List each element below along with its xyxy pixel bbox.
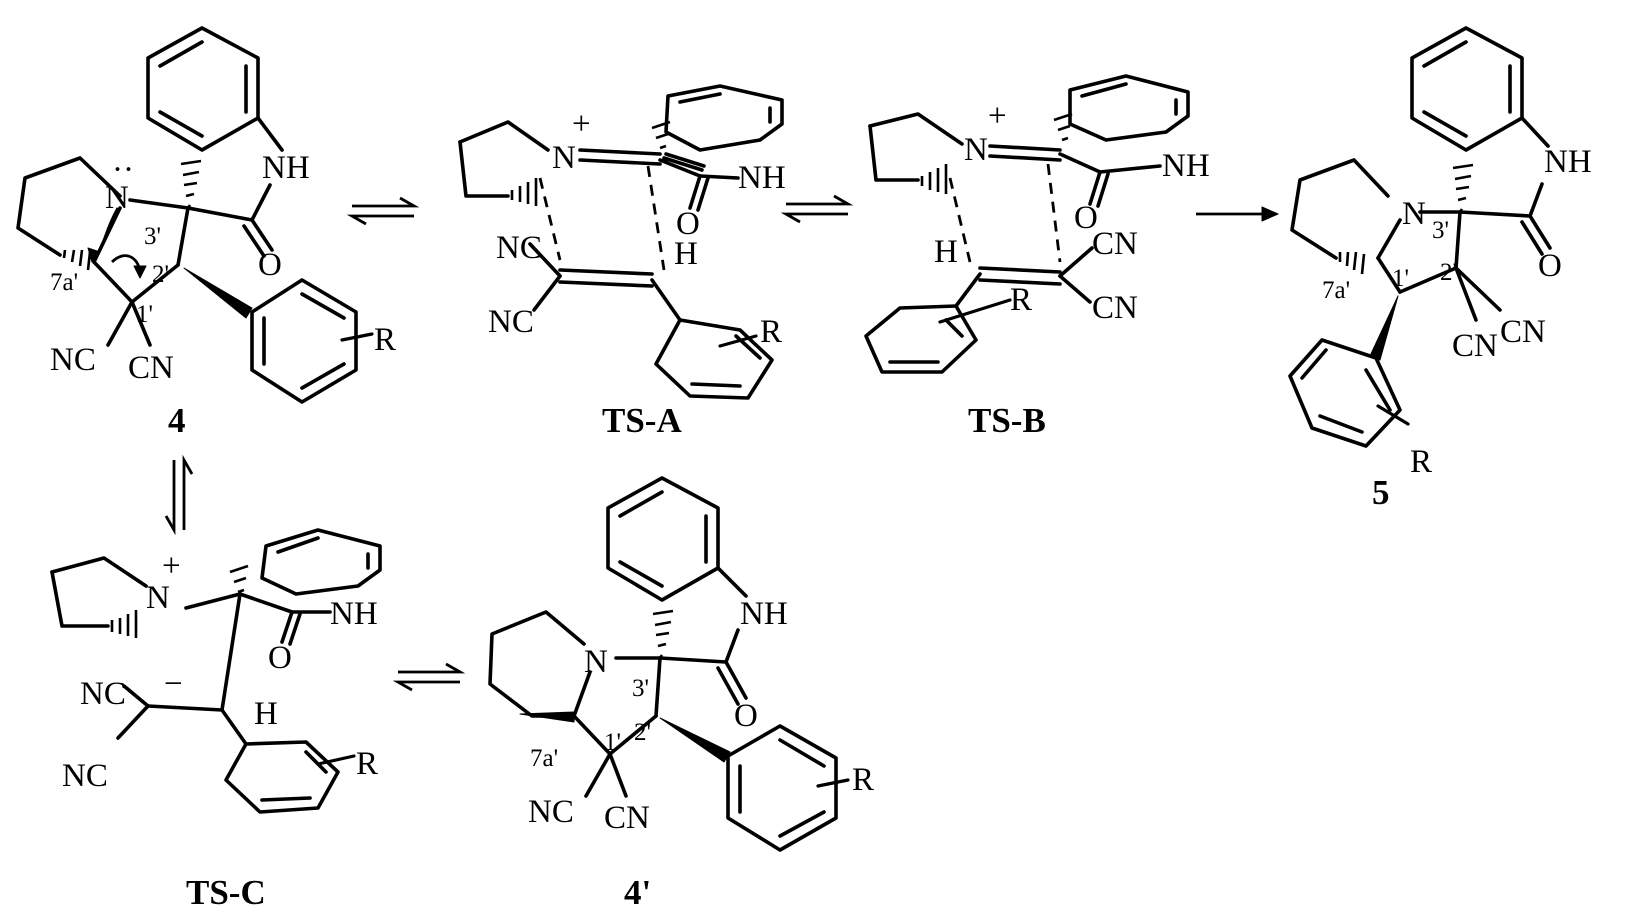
- atom-r-4: R: [374, 322, 396, 358]
- locant-1-4prime: 1': [604, 729, 621, 756]
- locant-1-4: 1': [136, 301, 153, 328]
- locant-2-4: 2': [152, 261, 169, 288]
- atom-n-5: N: [1402, 196, 1426, 232]
- label-ts-c: TS-C: [186, 873, 266, 912]
- atom-r-tsc: R: [356, 746, 378, 782]
- label-ts-a: TS-A: [602, 401, 682, 440]
- locant-7a-5: 7a': [1322, 277, 1350, 304]
- atom-n-tsa: N: [552, 140, 576, 176]
- atom-h-tsb: H: [934, 234, 958, 270]
- atom-nh-5: NH: [1544, 144, 1592, 180]
- lone-pair-4: ··: [112, 152, 134, 188]
- atom-cn1-tsb: CN: [1092, 226, 1138, 262]
- equilibrium-arrow-4-tsa: [346, 196, 420, 226]
- atom-o-4: O: [258, 247, 282, 283]
- atom-nh-tsc: NH: [330, 596, 378, 632]
- charge-minus-tsc: −: [164, 666, 183, 702]
- equilibrium-arrow-tsc-4prime: [392, 662, 466, 692]
- equilibrium-arrow-tsa-tsb: [780, 194, 854, 224]
- compound-4: N ·· NH O NC CN R 3' 2' 1' 7a' 4: [16, 26, 396, 440]
- atom-r-4prime: R: [852, 762, 874, 798]
- ts-a: N + NH O NC NC H R TS-A: [458, 84, 786, 440]
- atom-cn2-5: CN: [1452, 328, 1498, 364]
- atom-cn2-tsb: CN: [1092, 290, 1138, 326]
- atom-n-4: N: [105, 180, 129, 216]
- atom-nc2-tsc: NC: [62, 758, 108, 794]
- atom-nc-4: NC: [50, 342, 96, 378]
- label-compound-4: 4: [168, 401, 186, 440]
- atom-nh-4: NH: [262, 150, 310, 186]
- atom-o-tsa: O: [676, 206, 700, 242]
- locant-3-4prime: 3': [632, 675, 649, 702]
- locant-1-5: 1': [1392, 265, 1409, 292]
- atom-n-tsb: N: [964, 132, 988, 168]
- label-ts-b: TS-B: [968, 401, 1046, 440]
- atom-nc-4prime: NC: [528, 794, 574, 830]
- label-compound-4-prime: 4': [624, 873, 651, 912]
- atom-nh-4prime: NH: [740, 596, 788, 632]
- atom-nc1-tsa: NC: [496, 230, 542, 266]
- atom-r-5: R: [1410, 444, 1432, 480]
- compound-5: N NH O CN CN R 3' 2' 1' 7a' 5: [1288, 26, 1592, 512]
- compound-4-prime: N NH O NC CN R 3' 2' 1' 7a' 4': [488, 476, 874, 912]
- atom-nh-tsb: NH: [1162, 148, 1210, 184]
- locant-7a-4prime: 7a': [530, 745, 558, 772]
- equilibrium-arrow-4-tsc: [164, 454, 194, 536]
- atom-nc1-tsc: NC: [80, 676, 126, 712]
- atom-r-tsb: R: [1010, 282, 1032, 318]
- atom-cn-4: CN: [128, 350, 174, 386]
- atom-h-tsc: H: [254, 696, 278, 732]
- locant-3-4: 3': [144, 223, 161, 250]
- atom-nh-tsa: NH: [738, 160, 786, 196]
- forward-arrow-tsb-5: [1196, 206, 1279, 222]
- atom-o-tsb: O: [1074, 200, 1098, 236]
- atom-nc2-tsa: NC: [488, 304, 534, 340]
- atom-h-tsa: H: [674, 236, 698, 272]
- atom-r-tsa: R: [760, 314, 782, 350]
- charge-plus-tsb: +: [988, 98, 1007, 134]
- atom-o-tsc: O: [268, 640, 292, 676]
- label-compound-5: 5: [1372, 473, 1390, 512]
- ts-b: N + NH O CN CN H R TS-B: [864, 74, 1210, 440]
- atom-o-5: O: [1538, 248, 1562, 284]
- atom-n-4prime: N: [584, 644, 608, 680]
- charge-plus-tsc: +: [162, 548, 181, 584]
- atom-cn-4prime: CN: [604, 800, 650, 836]
- locant-2-4prime: 2': [634, 719, 651, 746]
- atom-o-4prime: O: [734, 698, 758, 734]
- atom-n-tsc: N: [146, 580, 170, 616]
- atom-cn1-5: CN: [1500, 314, 1546, 350]
- charge-plus-tsa: +: [572, 106, 591, 142]
- ts-c: N + NH O NC − NC H R TS-C: [50, 528, 382, 912]
- locant-7a-4: 7a': [50, 269, 78, 296]
- locant-3-5: 3': [1432, 217, 1449, 244]
- locant-2-5: 2': [1440, 259, 1457, 286]
